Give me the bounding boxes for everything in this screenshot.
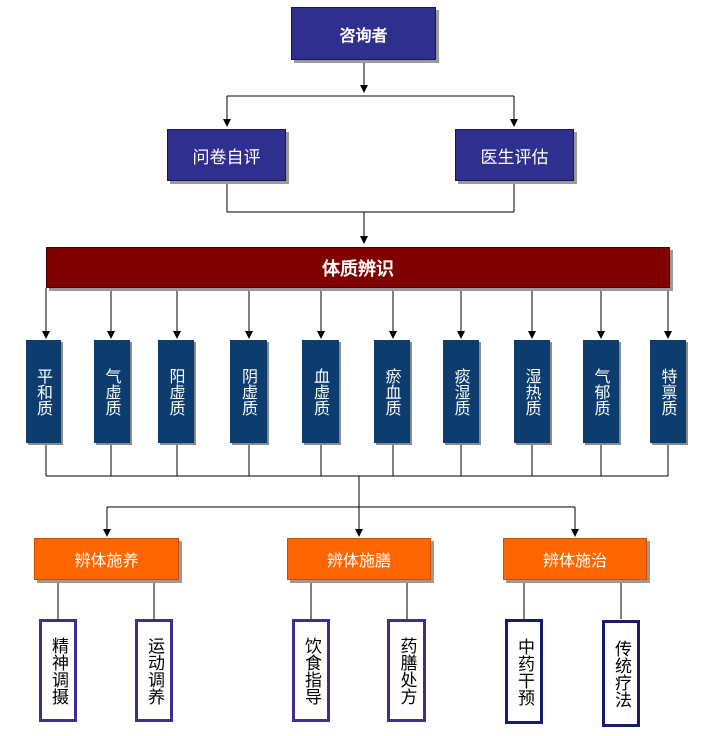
type-node-6: 瘀血质 bbox=[374, 340, 410, 443]
type-label: 平和质 bbox=[34, 367, 53, 416]
leaf-label: 传统疗法 bbox=[611, 639, 631, 708]
category-diet: 辨体施膳 bbox=[287, 538, 431, 580]
type-node-7: 痰湿质 bbox=[443, 340, 479, 443]
leaf-traditional-therapy: 传统疗法 bbox=[602, 620, 640, 727]
category-nourish: 辨体施养 bbox=[34, 538, 179, 580]
leaf-label: 药膳处方 bbox=[396, 636, 417, 705]
type-label: 血虚质 bbox=[311, 367, 330, 416]
type-node-4: 阴虚质 bbox=[230, 340, 267, 443]
root-label: 咨询者 bbox=[339, 25, 388, 45]
category-label: 辨体施养 bbox=[74, 551, 139, 570]
self-assessment-node: 问卷自评 bbox=[167, 129, 286, 181]
identification-bar: 体质辨识 bbox=[46, 247, 670, 288]
type-label: 特禀质 bbox=[658, 367, 678, 416]
type-node-3: 阳虚质 bbox=[158, 340, 194, 443]
type-node-5: 血虚质 bbox=[302, 340, 339, 443]
type-node-2: 气虚质 bbox=[94, 340, 130, 443]
leaf-herbal-intervention: 中药干预 bbox=[505, 619, 543, 724]
type-label: 阳虚质 bbox=[166, 367, 186, 416]
leaf-label: 中药干预 bbox=[514, 637, 534, 706]
type-label: 气虚质 bbox=[102, 367, 122, 416]
leaf-label: 精神调摄 bbox=[48, 636, 68, 705]
leaf-label: 饮食指导 bbox=[301, 636, 321, 705]
type-node-10: 特禀质 bbox=[650, 340, 686, 443]
category-treatment: 辨体施治 bbox=[503, 538, 647, 580]
doctor-assessment-label: 医生评估 bbox=[480, 147, 549, 168]
type-label: 气郁质 bbox=[591, 367, 611, 416]
leaf-exercise: 运动调养 bbox=[135, 619, 173, 722]
root-node: 咨询者 bbox=[291, 7, 436, 60]
type-label: 湿热质 bbox=[522, 367, 542, 416]
doctor-assessment-node: 医生评估 bbox=[455, 129, 574, 181]
type-label: 阴虚质 bbox=[239, 367, 258, 416]
type-label: 痰湿质 bbox=[451, 367, 471, 416]
leaf-label: 运动调养 bbox=[144, 636, 164, 705]
type-label: 瘀血质 bbox=[382, 367, 402, 416]
leaf-medicated-diet: 药膳处方 bbox=[387, 619, 426, 722]
category-label: 辨体施膳 bbox=[326, 551, 391, 570]
identification-label: 体质辨识 bbox=[322, 258, 394, 280]
type-node-9: 气郁质 bbox=[583, 340, 619, 443]
leaf-mental-regulation: 精神调摄 bbox=[39, 619, 77, 722]
leaf-diet-guidance: 饮食指导 bbox=[292, 619, 330, 722]
type-node-1: 平和质 bbox=[26, 340, 61, 443]
self-assessment-label: 问卷自评 bbox=[192, 147, 261, 168]
type-node-8: 湿热质 bbox=[514, 340, 550, 443]
category-label: 辨体施治 bbox=[542, 551, 607, 570]
